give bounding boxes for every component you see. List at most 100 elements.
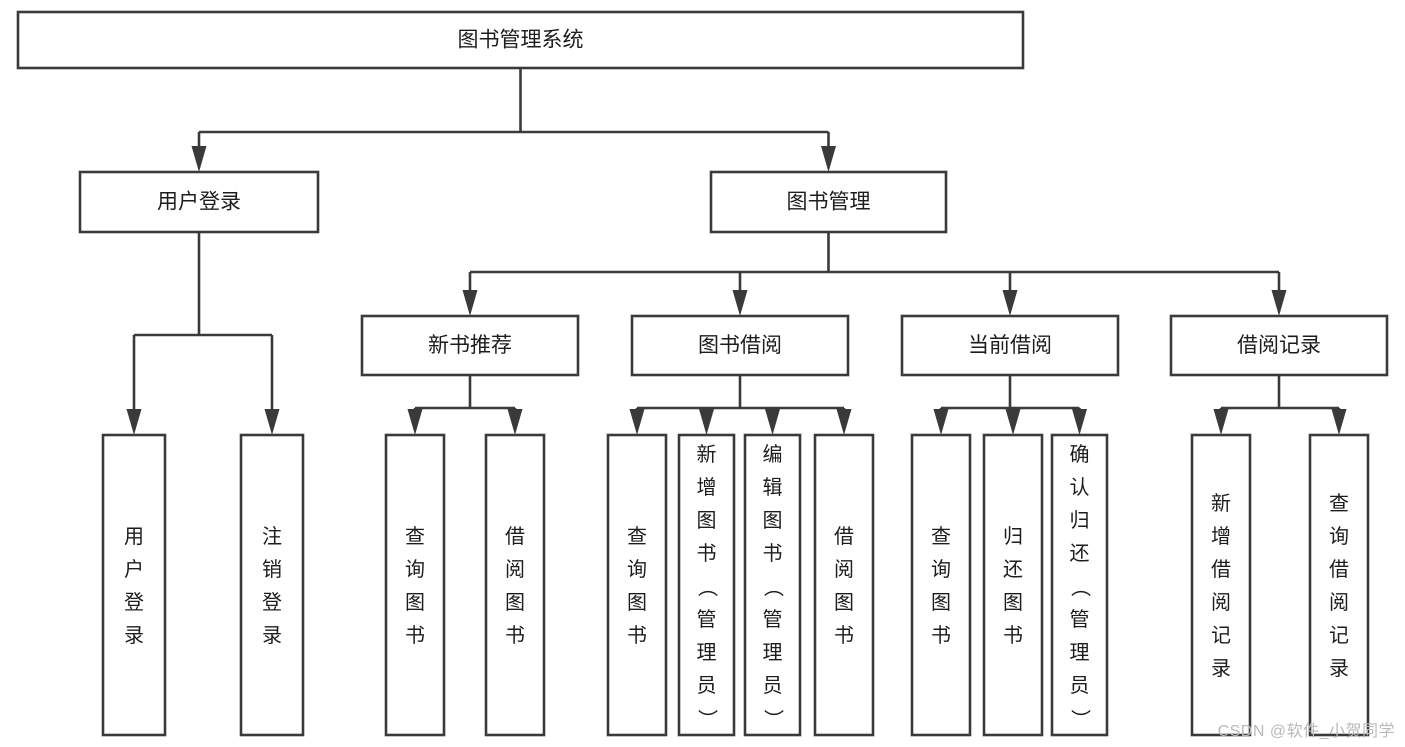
node-box[interactable] (709, 170, 948, 234)
node-label-char: 认 (1070, 476, 1090, 499)
node-box[interactable] (484, 433, 546, 737)
arrow-head-icon (836, 409, 852, 435)
node-label-char: 增 (1211, 525, 1231, 548)
node-box[interactable] (1190, 433, 1252, 737)
node-label-char: 书 (931, 624, 951, 647)
node-label-char: 用 (124, 526, 144, 548)
node-box[interactable] (910, 433, 972, 737)
node-box[interactable] (101, 433, 167, 737)
node-label: 用户登录 (157, 191, 241, 214)
node-label-char: 录 (1329, 658, 1349, 680)
node-label-char: 理 (697, 642, 717, 664)
arrow-head-icon (1072, 409, 1087, 435)
arrow-head-icon (1331, 409, 1347, 435)
node-label: 借阅记录 (1237, 334, 1321, 357)
node-label-char: 借 (834, 525, 854, 548)
node-label-char: 书 (505, 624, 525, 647)
node-user-login-do[interactable]: 用户登录 (101, 433, 167, 737)
node-box[interactable] (1308, 433, 1370, 737)
node-label-char: 询 (1329, 525, 1349, 548)
node-label-char: 还 (1070, 542, 1090, 565)
node-book-manage[interactable]: 图书管理 (709, 170, 948, 234)
node-label-char: 图 (1003, 592, 1023, 614)
node-label-char: 理 (1070, 642, 1090, 664)
node-label-char: 录 (1211, 658, 1231, 680)
node-box[interactable] (630, 314, 850, 377)
node-label: 当前借阅 (968, 334, 1052, 357)
node-box[interactable] (813, 433, 875, 737)
node-root[interactable]: 图书管理系统 (16, 10, 1025, 70)
arrow-head-icon (1005, 409, 1021, 435)
node-label-char: 归 (1003, 525, 1023, 548)
node-label-char: 管 (697, 608, 717, 631)
node-box[interactable] (16, 10, 1025, 70)
node-label-char: ） (762, 709, 785, 729)
node-label-char: （ (762, 577, 785, 597)
node-label-char: 书 (1003, 624, 1023, 647)
node-label-char: 图 (505, 592, 525, 614)
node-label-char: 辑 (763, 476, 783, 499)
node-box[interactable] (384, 433, 446, 737)
node-label-char: 书 (697, 542, 717, 565)
node-label-char: 询 (405, 558, 425, 581)
node-label: 图书管理 (787, 191, 871, 214)
node-box[interactable] (1169, 314, 1389, 377)
node-label-char: 阅 (834, 558, 854, 581)
node-label-char: 询 (931, 558, 951, 581)
arrow-head-icon (732, 290, 748, 316)
node-box[interactable] (78, 170, 320, 234)
node-label-char: 图 (763, 510, 783, 532)
node-box[interactable] (982, 433, 1044, 737)
node-new-book-recommend[interactable]: 新书推荐 (360, 314, 580, 377)
node-label-char: 阅 (1329, 591, 1349, 614)
node-user-login[interactable]: 用户登录 (78, 170, 320, 234)
arrow-head-icon (462, 290, 478, 316)
node-label-char: 归 (1070, 509, 1090, 532)
node-box[interactable] (239, 433, 305, 737)
node-label-char: 图 (697, 510, 717, 532)
node-borrow-record[interactable]: 借阅记录 (1169, 314, 1389, 377)
node-label-char: ） (696, 709, 719, 729)
node-label-char: 员 (1070, 675, 1090, 697)
node-label-char: 查 (1329, 492, 1349, 515)
node-label: 新书推荐 (428, 334, 512, 357)
arrow-head-icon (507, 409, 523, 435)
node-label-char: 录 (262, 625, 282, 647)
arrow-head-icon (407, 409, 423, 435)
node-current-borrow[interactable]: 当前借阅 (900, 314, 1120, 377)
node-label-char: 新 (697, 443, 717, 466)
node-label-char: 借 (505, 525, 525, 548)
node-label-char: 查 (931, 525, 951, 548)
node-box[interactable] (606, 433, 668, 737)
node-layer: 图书管理系统用户登录图书管理用户登录注销登录新书推荐图书借阅当前借阅借阅记录查询… (16, 10, 1389, 737)
node-book-borrow[interactable]: 图书借阅 (630, 314, 850, 377)
arrow-head-icon (699, 409, 714, 435)
node-box[interactable] (900, 314, 1120, 377)
arrow-head-icon (933, 409, 949, 435)
node-box[interactable] (743, 433, 802, 737)
node-label-char: 管 (1070, 608, 1090, 631)
node-box[interactable] (677, 433, 736, 737)
node-label-char: 登 (262, 591, 282, 614)
node-label-char: 户 (124, 558, 144, 581)
node-label-char: 书 (834, 624, 854, 647)
node-box[interactable] (360, 314, 580, 377)
node-label-char: 记 (1329, 624, 1349, 647)
node-label-char: 录 (124, 625, 144, 647)
node-box[interactable] (1050, 433, 1109, 737)
node-label: 图书管理系统 (458, 29, 584, 52)
